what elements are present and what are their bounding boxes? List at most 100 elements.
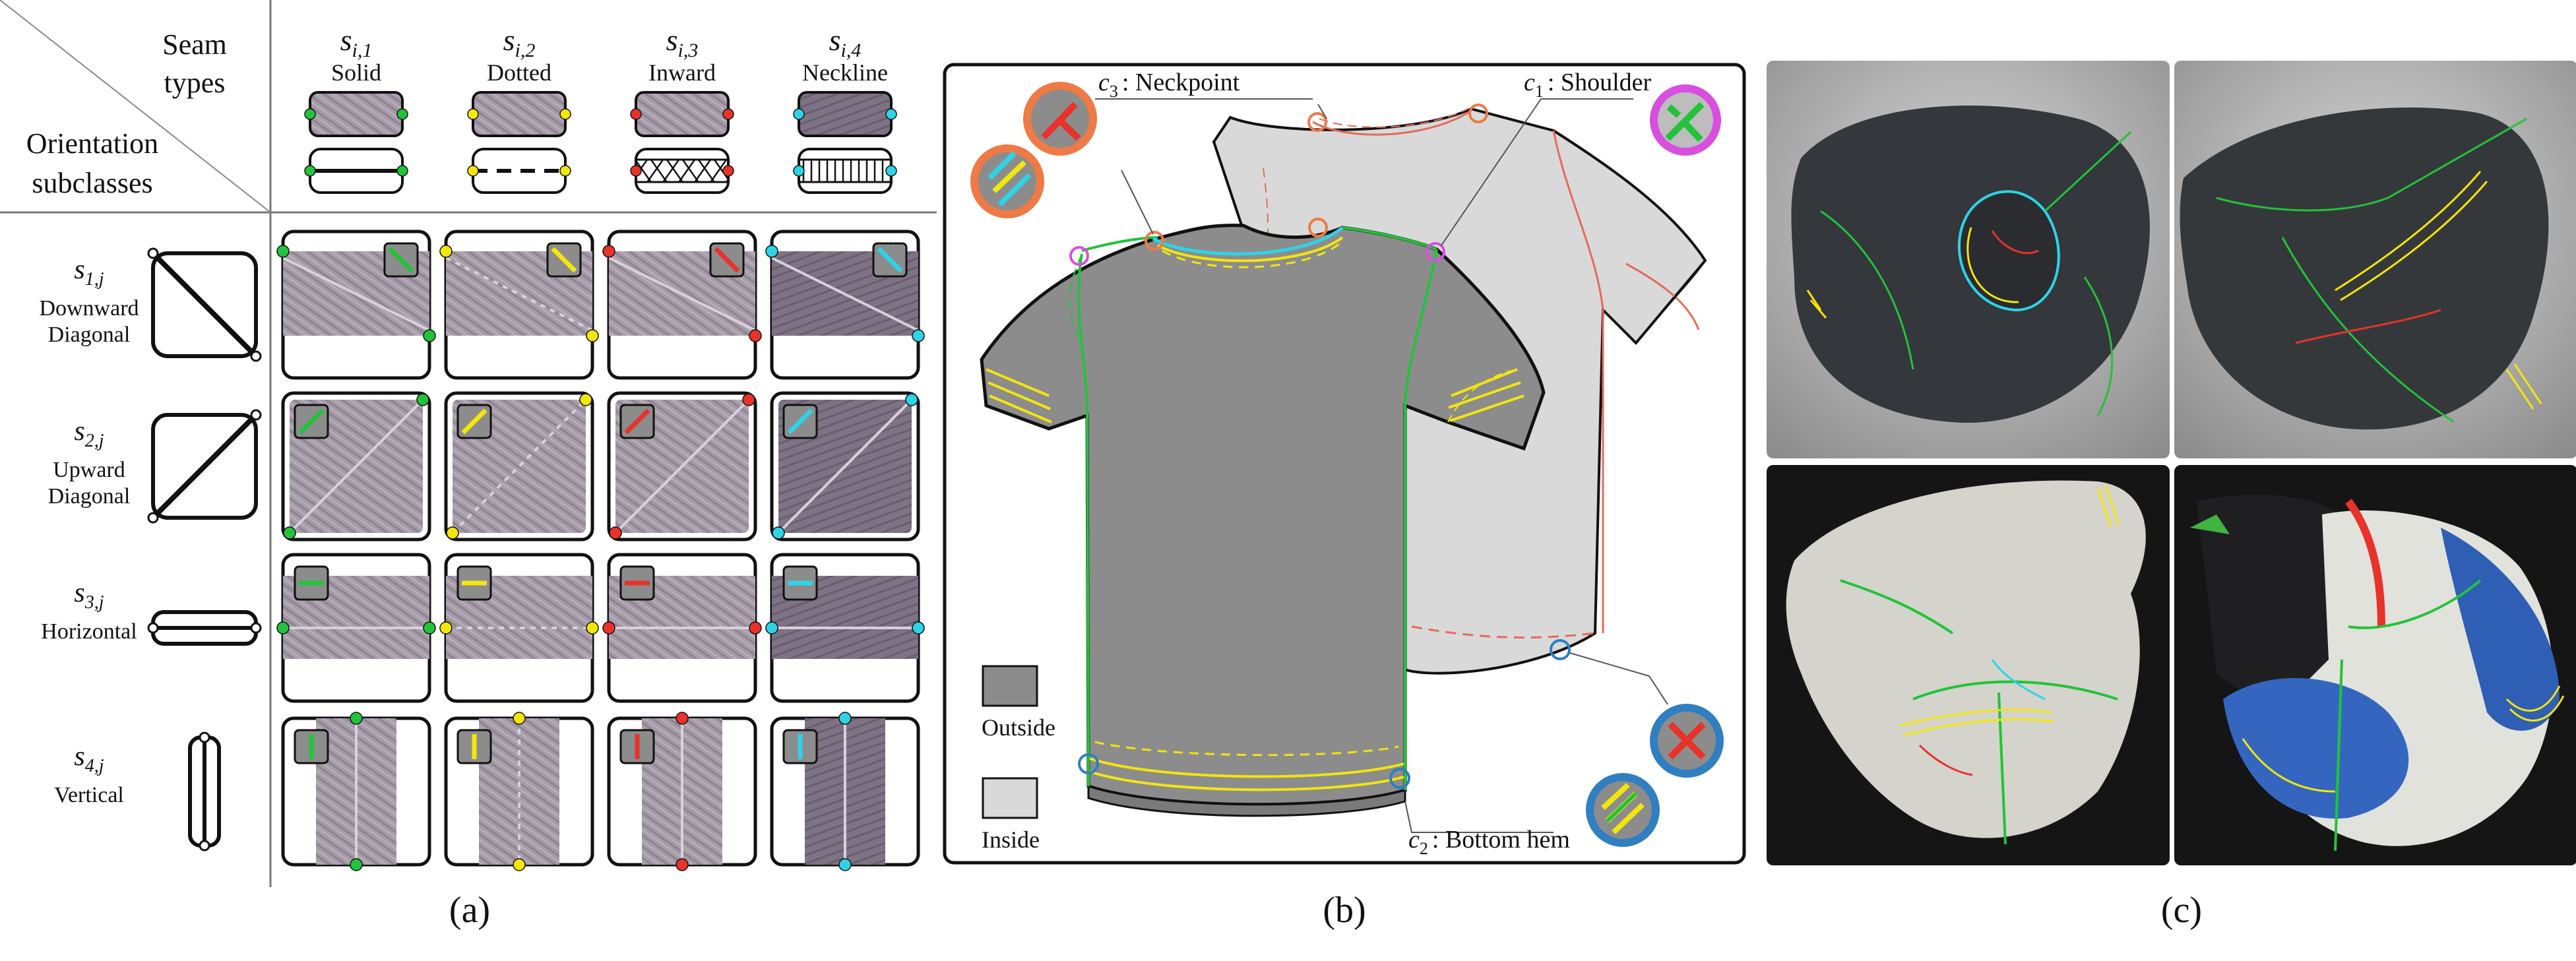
- orientation-badge: [383, 242, 419, 278]
- panel-b-tshirt-diagram: c3: Neckpoint c1: Shoulder c2: Bottom he…: [943, 63, 1746, 931]
- orientation-badge: [294, 404, 329, 439]
- neckpoint-badge-red: [1023, 82, 1097, 156]
- seam-cell-up-inward: [607, 391, 757, 542]
- seam-cell-vert-inward: [607, 712, 757, 871]
- orientation-badge: [619, 404, 655, 439]
- corner-label-seam: Seam: [162, 28, 227, 61]
- seam-cell-horiz-solid: [276, 553, 436, 703]
- photo-4: [2174, 465, 2576, 865]
- outside-neckline-seam: [1152, 226, 1344, 256]
- seam-swatch: [472, 91, 567, 137]
- legend-outside-label: Outside: [982, 714, 1055, 741]
- legend-inside-swatch: [982, 777, 1038, 819]
- photo-1: [1767, 61, 2170, 458]
- orientation-badge: [456, 729, 492, 764]
- shoulder-label: c1: Shoulder: [1524, 69, 1651, 101]
- seam-type-symbol: si,2: [503, 23, 536, 61]
- seam-type-symbol: si,3: [666, 23, 699, 61]
- caption-b: (b): [1323, 890, 1366, 931]
- orientation-badge: [782, 729, 818, 764]
- seam-cell-up-dotted: [444, 391, 594, 542]
- orientation-label: Diagonal: [48, 484, 131, 509]
- neckpoint-label: c3: Neckpoint: [1098, 69, 1240, 101]
- legend-inside-label: Inside: [982, 826, 1040, 853]
- legend-outside-swatch: [982, 665, 1038, 707]
- orientation-symbol: s2,j: [74, 416, 104, 451]
- photo-2: [2174, 61, 2576, 458]
- orientation-headers: s1,jDownwardDiagonals2,jUpwardDiagonals3…: [39, 247, 262, 852]
- outside-hem-seam: [1089, 757, 1404, 778]
- orientation-label: Vertical: [54, 783, 124, 807]
- seam-type-symbol: si,1: [340, 23, 373, 61]
- corner-label-subclasses: subclasses: [32, 167, 152, 199]
- bottom-hem-label: c2: Bottom hem: [1408, 826, 1570, 858]
- seam-cell-down-inward: [602, 230, 762, 380]
- seam-type-name: Dotted: [487, 59, 551, 86]
- caption-c: (c): [2161, 890, 2202, 931]
- seam-cell-horiz-dotted: [439, 553, 599, 703]
- inside-shoulder-seam: [1552, 130, 1604, 311]
- orientation-symbol: s1,j: [74, 255, 104, 290]
- orientation-label: Horizontal: [41, 619, 137, 644]
- seam-swatch: [309, 91, 404, 137]
- orientation-badge: [294, 729, 329, 764]
- bottom-hem-badge-red: [1650, 704, 1724, 778]
- seam-cell-down-neckline: [765, 230, 925, 380]
- orientation-badge: [709, 242, 745, 278]
- orientation-badge: [456, 565, 492, 601]
- orientation-label: Diagonal: [48, 323, 131, 347]
- neckpoint-badge-cyan: [970, 144, 1044, 218]
- orientation-badge: [619, 565, 655, 601]
- orientation-badge: [619, 729, 655, 764]
- caption-a: (a): [449, 890, 490, 931]
- seam-type-name: Solid: [331, 59, 381, 86]
- seam-cell-vert-neckline: [770, 712, 920, 871]
- orientation-badge: [546, 242, 582, 278]
- corner-label-orientation: Orientation: [26, 127, 158, 160]
- inside-neck-seam: [1312, 109, 1472, 136]
- shoulder-badge: [1650, 84, 1721, 156]
- photo-3: [1767, 465, 2170, 865]
- bottom-hem-badge-yellow: [1586, 773, 1660, 847]
- seam-cell-vert-solid: [281, 712, 431, 871]
- seam-cell-up-solid: [281, 391, 431, 542]
- orientation-symbol: s3,j: [74, 578, 104, 613]
- seam-cell-down-solid: [276, 230, 436, 380]
- orientation-badge: [294, 565, 329, 601]
- corner-label-types: types: [164, 67, 226, 99]
- seam-swatch: [798, 91, 893, 137]
- corner-diagonal: [0, 0, 271, 213]
- seam-cell-up-neckline: [770, 391, 920, 542]
- seam-type-symbol: si,4: [829, 23, 862, 61]
- seam-cell-horiz-inward: [602, 553, 762, 703]
- orientation-badge: [782, 404, 818, 439]
- seam-swatch: [635, 91, 730, 137]
- outside-left-side-seam: [1077, 253, 1090, 787]
- seam-cell-horiz-neckline: [765, 553, 925, 703]
- orientation-badge: [456, 404, 492, 439]
- seam-type-name: Neckline: [802, 59, 888, 86]
- outside-right-side-seam: [1404, 249, 1438, 790]
- orientation-badge: [872, 242, 908, 278]
- orientation-label: Upward: [53, 458, 125, 482]
- panel-a-seam-taxonomy: Seam types Orientation subclasses si,1So…: [0, 0, 937, 931]
- seam-type-name: Inward: [648, 59, 716, 86]
- orientation-badge: [782, 565, 818, 601]
- orientation-label: Downward: [39, 296, 139, 321]
- seam-cell-down-dotted: [439, 230, 599, 380]
- panel-c-photos: (c): [1767, 61, 2576, 931]
- orientation-symbol: s4,j: [74, 741, 104, 776]
- outside-shirt: [980, 224, 1546, 807]
- seam-cell-vert-dotted: [444, 712, 594, 871]
- seam-sample-grid: [276, 230, 925, 871]
